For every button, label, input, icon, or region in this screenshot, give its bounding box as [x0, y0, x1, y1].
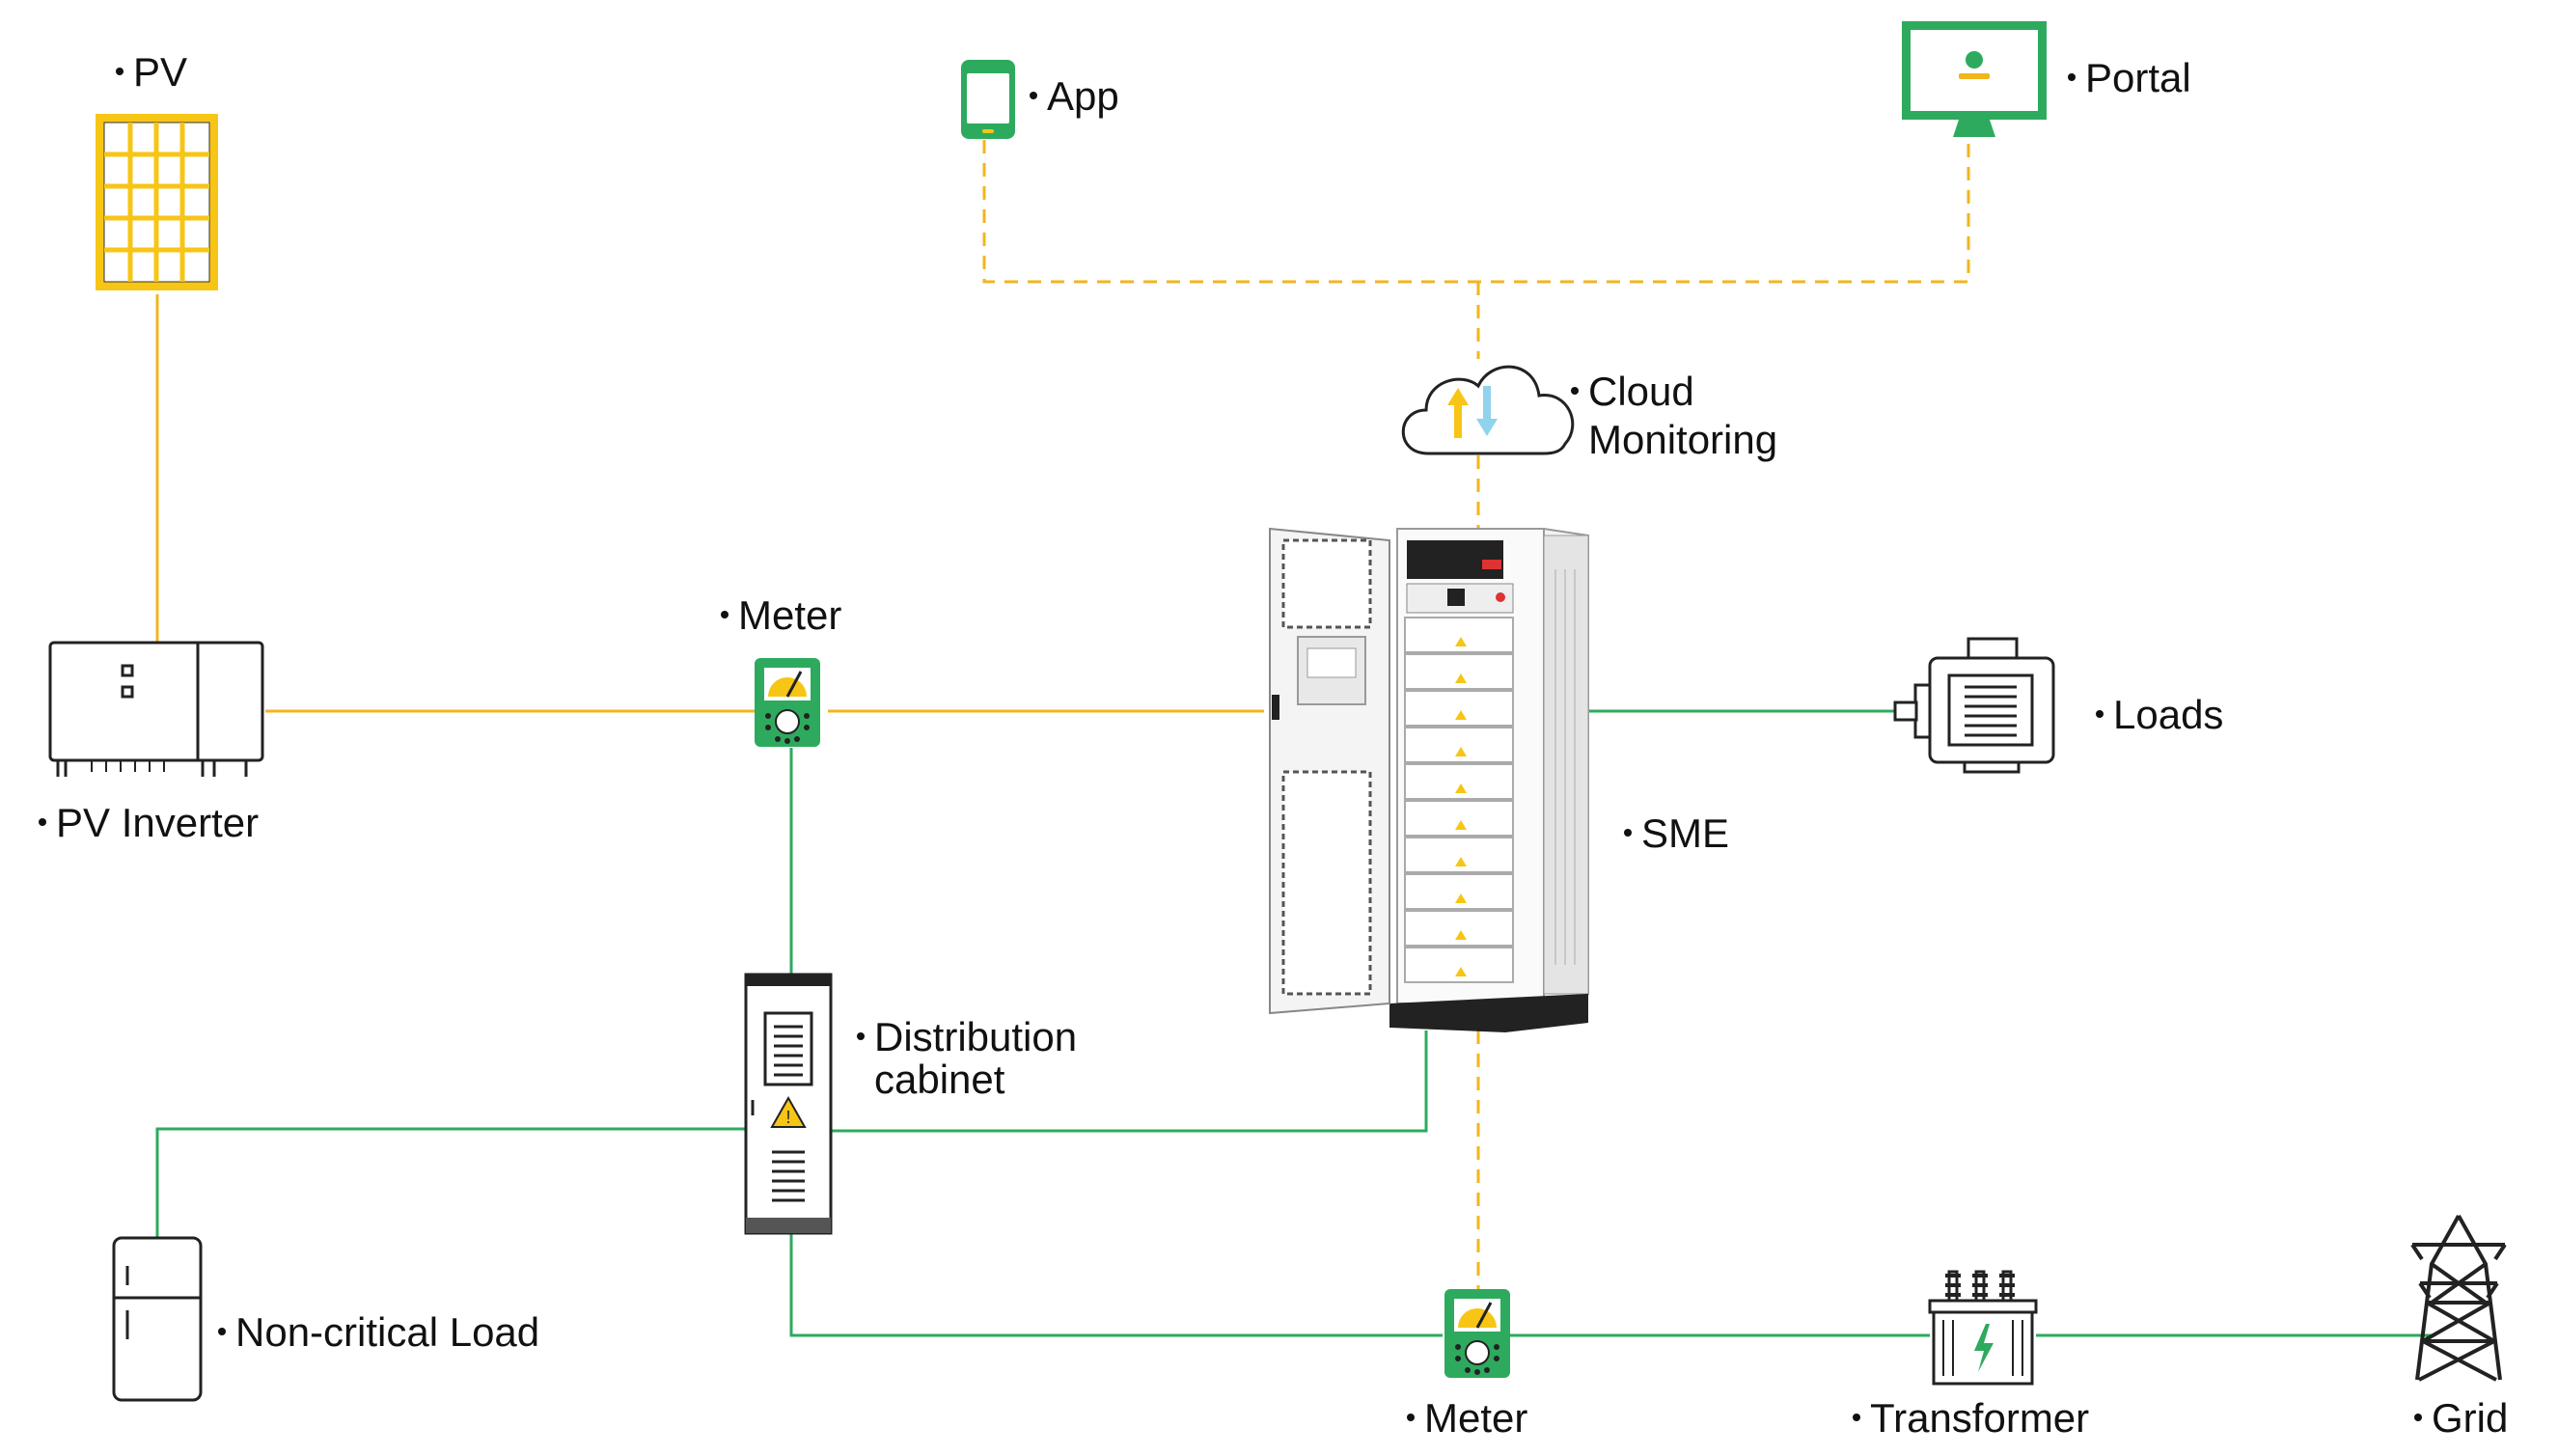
- non-critical-load-label-text: Non-critical Load: [235, 1309, 540, 1355]
- distribution-label-line2: cabinet: [874, 1057, 1005, 1102]
- app-label[interactable]: App: [1030, 72, 1119, 121]
- app-label-text: App: [1047, 73, 1119, 119]
- meter-icon-top: [755, 658, 820, 747]
- pylon-icon: [2410, 1215, 2507, 1382]
- transformer-label: Transformer: [1853, 1394, 2089, 1442]
- svg-text:!: !: [785, 1108, 790, 1127]
- bullet-icon: [2096, 709, 2104, 718]
- meter-bottom-label-text: Meter: [1424, 1395, 1528, 1441]
- bullet-icon: [39, 817, 46, 826]
- bullet-icon: [2068, 72, 2076, 81]
- bullet-icon: [218, 1327, 226, 1335]
- solar-panel-icon: [96, 114, 218, 290]
- pv-label: PV: [116, 48, 187, 96]
- sme-label: SME: [1624, 810, 1729, 858]
- transformer-icon: [1928, 1270, 2038, 1386]
- battery-cabinet-icon: [1269, 527, 1589, 1032]
- bullet-icon: [857, 1031, 865, 1040]
- pv-label-text: PV: [133, 49, 188, 95]
- app-to-cloud-dashed-line: [982, 140, 1970, 284]
- distribution-label-line1: Distribution: [874, 1014, 1078, 1059]
- cloud-monitoring-label[interactable]: Cloud Monitoring: [1571, 368, 1777, 464]
- cloud-label-line1: Cloud: [1588, 369, 1694, 414]
- cloud-label-line2: Monitoring: [1588, 417, 1778, 462]
- motor-icon: [1893, 637, 2055, 774]
- meter-top-label-text: Meter: [738, 592, 842, 638]
- monitor-icon[interactable]: [1902, 21, 2047, 137]
- fridge-icon: [112, 1236, 203, 1402]
- bullet-icon: [1030, 91, 1037, 99]
- distribution-cabinet-label: Distribution cabinet: [857, 1016, 1077, 1101]
- portal-label[interactable]: Portal: [2068, 54, 2191, 102]
- bullet-icon: [1624, 828, 1632, 837]
- pv-inverter-label-text: PV Inverter: [56, 800, 260, 845]
- bullet-icon: [116, 67, 124, 75]
- sme-label-text: SME: [1641, 810, 1730, 856]
- bullet-icon: [2414, 1413, 2422, 1421]
- cabinet-to-fridge-line: [155, 1127, 745, 1238]
- connections: [155, 140, 2432, 1337]
- distribution-cabinet-icon: !: [744, 973, 833, 1235]
- bullet-icon: [721, 610, 729, 618]
- bullet-icon: [1571, 386, 1579, 395]
- transformer-label-text: Transformer: [1870, 1395, 2090, 1441]
- non-critical-load-label: Non-critical Load: [218, 1308, 539, 1357]
- phone-icon[interactable]: [961, 60, 1015, 139]
- loads-label: Loads: [2096, 691, 2223, 739]
- bullet-icon: [1853, 1413, 1860, 1421]
- meter-top-label: Meter: [721, 591, 841, 640]
- cabinet-to-meter-line: [789, 1233, 1443, 1337]
- pv-inverter-label: PV Inverter: [39, 799, 259, 847]
- meter-icon-bottom: [1444, 1289, 1510, 1378]
- cloud-icon[interactable]: [1401, 365, 1575, 455]
- grid-label-text: Grid: [2432, 1395, 2509, 1441]
- download-arrow-icon: [1476, 386, 1498, 436]
- portal-label-text: Portal: [2085, 55, 2191, 100]
- grid-label: Grid: [2414, 1394, 2508, 1442]
- loads-label-text: Loads: [2113, 692, 2224, 737]
- sme-to-cabinet-line: [832, 1030, 1428, 1133]
- inverter-icon: [48, 641, 264, 777]
- meter-bottom-label: Meter: [1407, 1394, 1527, 1442]
- upload-arrow-icon: [1447, 388, 1469, 438]
- bullet-icon: [1407, 1413, 1415, 1421]
